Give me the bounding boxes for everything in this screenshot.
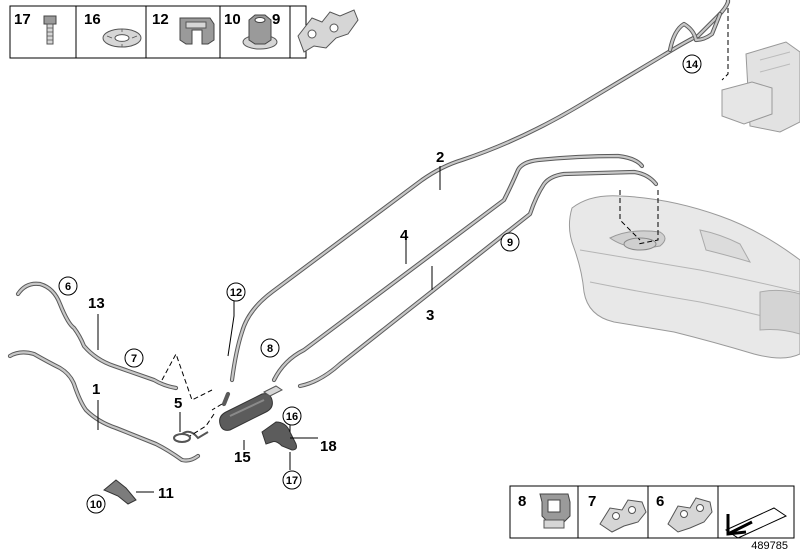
pipe-holder-icon	[667, 497, 713, 533]
legend-item-7-label: 7	[588, 493, 596, 510]
pipe-holder-icon	[297, 9, 359, 53]
callout-circle-7: 7	[124, 348, 144, 368]
bolt-icon	[43, 15, 57, 45]
bracket	[261, 421, 297, 451]
callout-circle-6: 6	[58, 276, 78, 296]
pipe-2	[221, 0, 731, 407]
pipe-1	[7, 350, 201, 463]
fuel-lines	[7, 0, 731, 463]
clip-icon	[179, 17, 215, 45]
callout-13: 13	[88, 295, 105, 312]
legend-item-9-label: 9	[272, 11, 280, 28]
callout-16: 16	[286, 411, 298, 423]
clip-icon	[539, 493, 571, 529]
pipe-4	[271, 153, 645, 383]
legend-item-16-label: 16	[84, 11, 101, 28]
callout-12: 12	[230, 287, 242, 299]
legend-top: 17 16 12 10 9	[9, 5, 359, 59]
hose-clamp	[173, 430, 209, 443]
holder	[103, 479, 137, 505]
pipe-13	[15, 281, 179, 391]
legend-item-6-label: 6	[656, 493, 664, 510]
pipe-holder-icon	[599, 499, 647, 533]
callout-2: 2	[436, 149, 444, 166]
callout-15: 15	[234, 449, 251, 466]
callout-circle-9: 9	[500, 232, 520, 252]
callout-10: 10	[90, 499, 102, 511]
nut-icon	[242, 14, 278, 50]
legend-item-17-label: 17	[14, 11, 31, 28]
callout-3: 3	[426, 307, 434, 324]
callout-1: 1	[92, 381, 100, 398]
callouts: 2 4 3 1 5 13 15 18 11 6 7 12 8 9 1	[58, 54, 702, 514]
arrow-icon	[724, 507, 788, 539]
callout-11: 11	[158, 485, 174, 502]
callout-5: 5	[174, 395, 182, 412]
connection-lines	[161, 8, 729, 437]
callout-18: 18	[320, 438, 337, 455]
callout-4: 4	[400, 227, 409, 244]
callout-7: 7	[131, 353, 137, 365]
diagram-number: 489785	[751, 540, 788, 552]
callout-circle-16: 16	[282, 406, 302, 426]
callout-14: 14	[686, 59, 699, 71]
callout-9: 9	[507, 237, 513, 249]
legend-item-12-label: 12	[152, 11, 169, 28]
legend-item-10-label: 10	[224, 11, 241, 28]
callout-17: 17	[286, 475, 298, 487]
callout-circle-12: 12	[226, 282, 246, 302]
washer-icon	[102, 28, 142, 48]
callout-circle-10: 10	[86, 494, 106, 514]
activated-carbon-canister	[721, 41, 800, 133]
pipe-3	[297, 169, 659, 389]
legend-bottom: 8 7 6	[509, 485, 795, 539]
fuel-tank	[568, 195, 800, 359]
legend-item-8-label: 8	[518, 493, 526, 510]
callout-circle-8: 8	[260, 338, 280, 358]
callout-circle-17: 17	[282, 470, 302, 490]
callout-8: 8	[267, 343, 273, 355]
callout-circle-14: 14	[682, 54, 702, 74]
callout-6: 6	[65, 281, 71, 293]
fuel-filter	[219, 385, 283, 431]
